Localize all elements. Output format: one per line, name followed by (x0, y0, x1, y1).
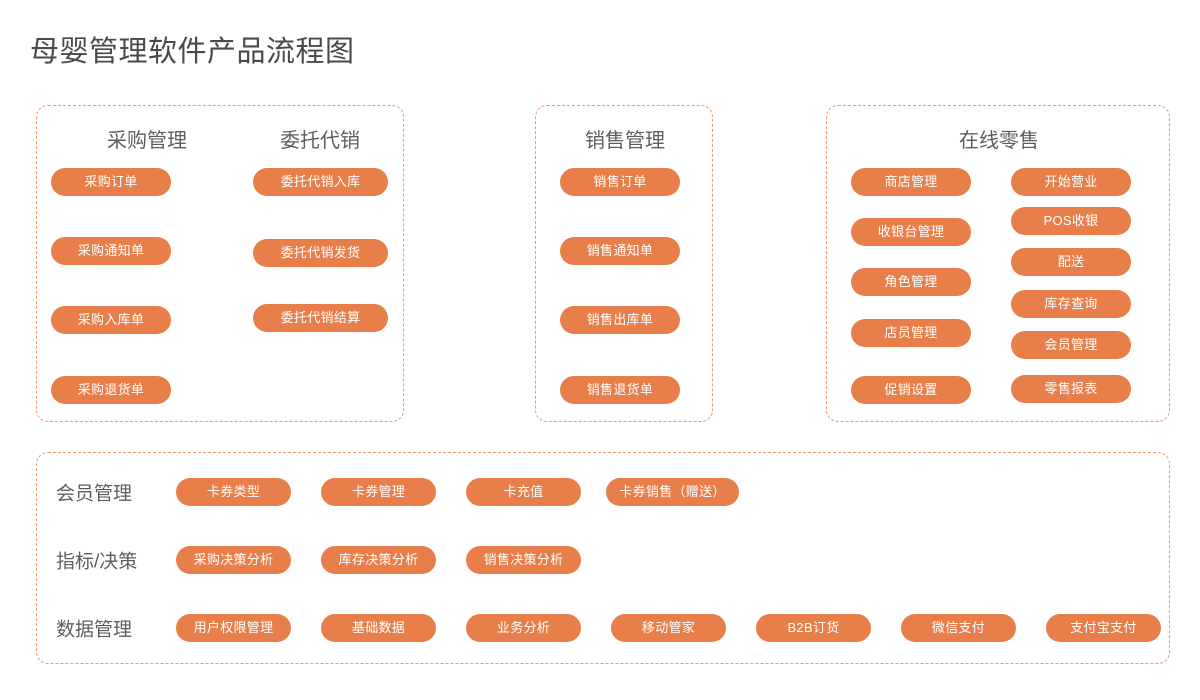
node-delivery[interactable]: 配送 (1011, 248, 1131, 276)
node-basic-data[interactable]: 基础数据 (321, 614, 436, 642)
node-mobile-butler[interactable]: 移动管家 (611, 614, 726, 642)
node-b2b-ordering[interactable]: B2B订货 (756, 614, 871, 642)
node-retail-report[interactable]: 零售报表 (1011, 375, 1131, 403)
node-pos-cashier[interactable]: POS收银 (1011, 207, 1131, 235)
column-heading-online-retail: 在线零售 (959, 130, 1039, 152)
node-user-permission-management[interactable]: 用户权限管理 (176, 614, 291, 642)
node-consignment-settlement[interactable]: 委托代销结算 (253, 304, 388, 332)
node-purchase-notice[interactable]: 采购通知单 (51, 237, 171, 265)
node-promotion-settings[interactable]: 促销设置 (851, 376, 971, 404)
node-sales-outbound[interactable]: 销售出库单 (560, 306, 680, 334)
panel-procurement-consignment: 采购管理 委托代销 采购订单 采购通知单 采购入库单 采购退货单 委托代销入库 … (36, 105, 404, 422)
node-card-recharge[interactable]: 卡充值 (466, 478, 581, 506)
node-inventory-query[interactable]: 库存查询 (1011, 290, 1131, 318)
node-inventory-decision-analysis[interactable]: 库存决策分析 (321, 546, 436, 574)
node-sales-return[interactable]: 销售退货单 (560, 376, 680, 404)
node-card-sale-gift[interactable]: 卡券销售（赠送） (606, 478, 739, 506)
node-card-type[interactable]: 卡券类型 (176, 478, 291, 506)
node-sales-notice[interactable]: 销售通知单 (560, 237, 680, 265)
node-sales-decision-analysis[interactable]: 销售决策分析 (466, 546, 581, 574)
panel-online-retail: 在线零售 商店管理 收银台管理 角色管理 店员管理 促销设置 开始营业 POS收… (826, 105, 1170, 422)
node-card-management[interactable]: 卡券管理 (321, 478, 436, 506)
node-wechat-pay[interactable]: 微信支付 (901, 614, 1016, 642)
column-heading-consignment: 委托代销 (280, 130, 360, 152)
panel-sales: 销售管理 销售订单 销售通知单 销售出库单 销售退货单 (535, 105, 713, 422)
row-label-member-management: 会员管理 (56, 483, 133, 505)
node-store-management[interactable]: 商店管理 (851, 168, 971, 196)
node-purchase-order[interactable]: 采购订单 (51, 168, 171, 196)
node-purchase-inbound[interactable]: 采购入库单 (51, 306, 171, 334)
node-alipay[interactable]: 支付宝支付 (1046, 614, 1161, 642)
node-role-management[interactable]: 角色管理 (851, 268, 971, 296)
column-heading-sales: 销售管理 (585, 130, 665, 152)
row-label-data-management: 数据管理 (56, 619, 133, 641)
node-member-management-retail[interactable]: 会员管理 (1011, 331, 1131, 359)
node-cashier-desk-management[interactable]: 收银台管理 (851, 218, 971, 246)
node-consignment-inbound[interactable]: 委托代销入库 (253, 168, 388, 196)
node-open-business[interactable]: 开始营业 (1011, 168, 1131, 196)
node-sales-order[interactable]: 销售订单 (560, 168, 680, 196)
page-title: 母婴管理软件产品流程图 (30, 36, 355, 68)
panel-common: 会员管理 指标/决策 数据管理 卡券类型 卡券管理 卡充值 卡券销售（赠送） 采… (36, 452, 1170, 664)
column-heading-procurement: 采购管理 (107, 130, 187, 152)
node-consignment-shipment[interactable]: 委托代销发货 (253, 239, 388, 267)
node-clerk-management[interactable]: 店员管理 (851, 319, 971, 347)
row-label-kpi-decision: 指标/决策 (56, 551, 138, 573)
node-business-analysis[interactable]: 业务分析 (466, 614, 581, 642)
node-purchase-decision-analysis[interactable]: 采购决策分析 (176, 546, 291, 574)
node-purchase-return[interactable]: 采购退货单 (51, 376, 171, 404)
